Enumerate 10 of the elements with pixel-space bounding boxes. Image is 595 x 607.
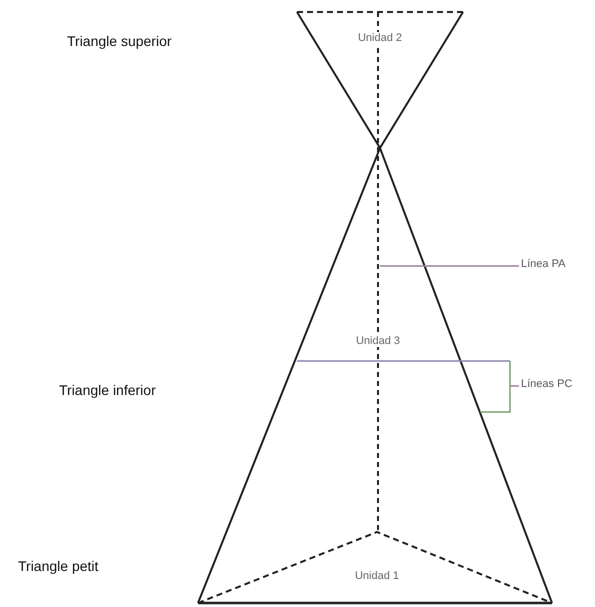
triangle-label: Triangle superior: [67, 33, 172, 49]
triangle-label: Triangle inferior: [59, 382, 156, 398]
callout-label: Línea PA: [521, 258, 581, 274]
leader-line: [510, 385, 519, 387]
unit-label: Unidad 3: [354, 335, 402, 347]
callout-label: Líneas PC: [521, 378, 591, 394]
leader-line: [380, 265, 519, 267]
unit-label: Unidad 2: [356, 32, 404, 44]
unit-label: Unidad 1: [354, 570, 400, 582]
triangle-label: Triangle petit: [18, 558, 98, 574]
